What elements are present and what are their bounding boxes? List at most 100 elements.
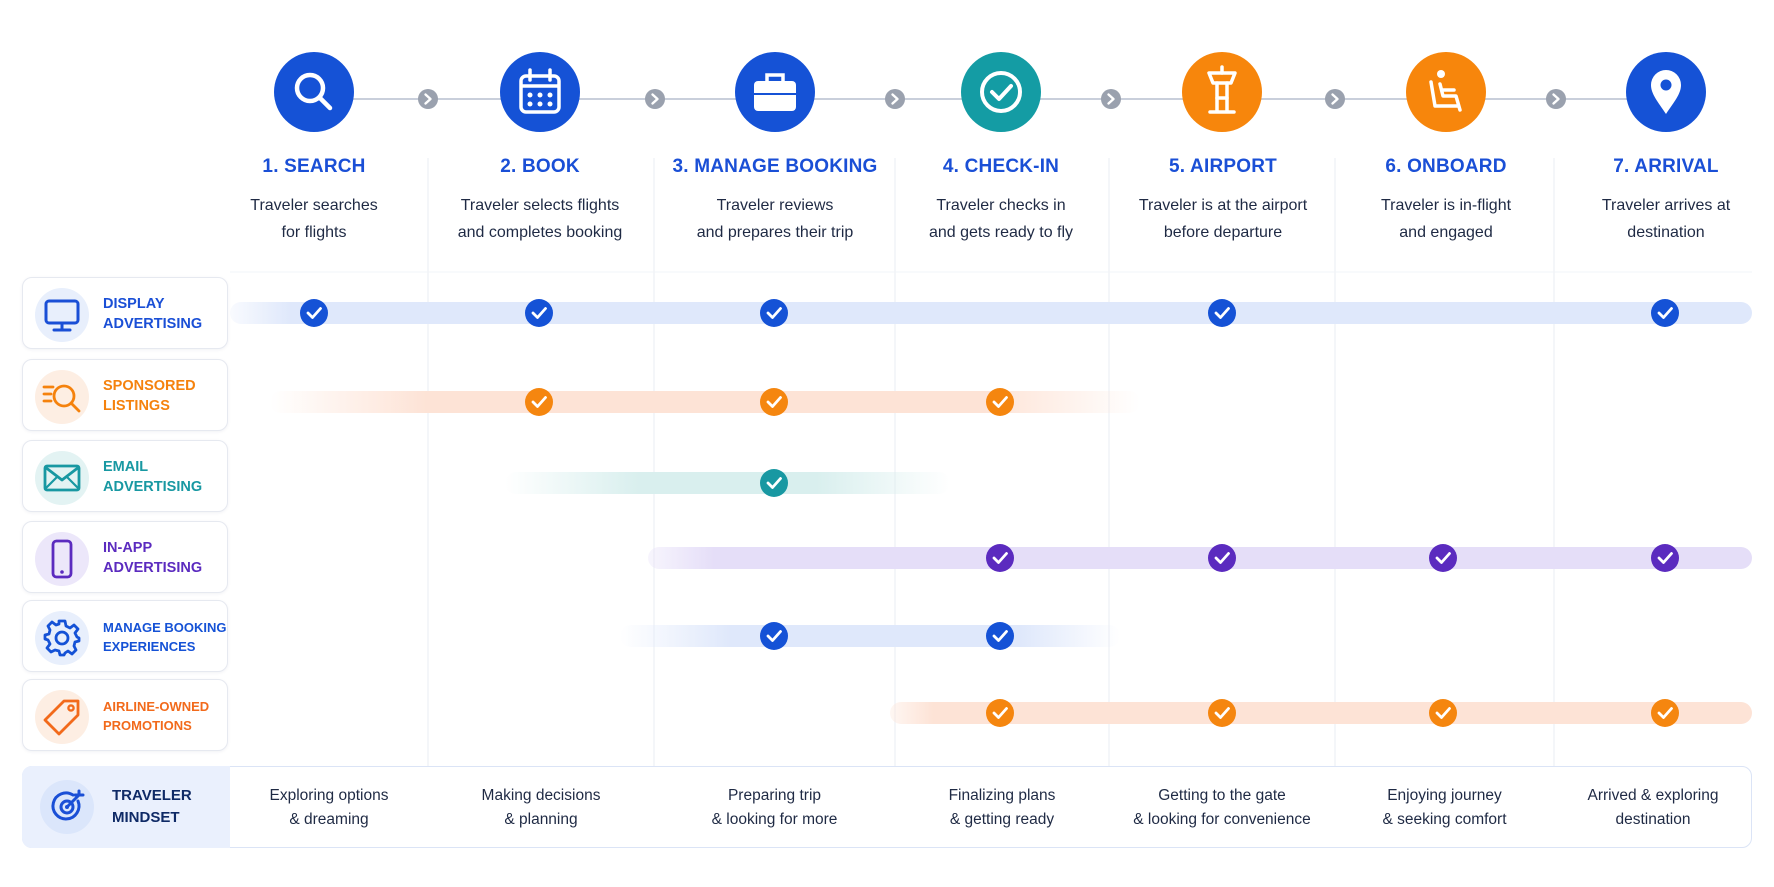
check-mark-icon: [1208, 544, 1236, 572]
stage-4-circle: [961, 52, 1041, 132]
check-mark-icon: [760, 388, 788, 416]
check-mark-icon: [760, 622, 788, 650]
check-mark-icon: [1208, 299, 1236, 327]
stage-title: 1. SEARCH: [262, 156, 366, 177]
airline-owned-promotions-band: [890, 702, 1752, 724]
channel-label-line1: IN-APP: [103, 540, 153, 556]
check-mark-icon: [1651, 699, 1679, 727]
chevron-right-icon: [1546, 89, 1566, 109]
mindset-cell: Arrived & exploring destination: [1587, 787, 1719, 828]
stage-5-circle: [1182, 52, 1262, 132]
timeline-arrows: [418, 89, 1566, 109]
column-separators: [427, 158, 1555, 848]
traveler-mindset-row: [22, 766, 1752, 848]
chevron-right-icon: [645, 89, 665, 109]
mindset-cell: Exploring options & dreaming: [269, 787, 389, 828]
channel-badge: [35, 690, 89, 744]
check-mark-icon: [1429, 699, 1457, 727]
channel-label-line2: EXPERIENCES: [103, 639, 196, 654]
channel-badge: [35, 370, 89, 424]
channel-label-line1: AIRLINE-OWNED: [103, 699, 210, 714]
stage-description: Traveler selects flights and completes b…: [457, 197, 623, 241]
check-mark-icon: [525, 299, 553, 327]
channel-badge: [35, 451, 89, 505]
monitor-icon: [44, 299, 80, 332]
stage-4-header: 4. CHECK-IN Traveler checks in and gets …: [896, 156, 1106, 246]
mindset-cell: Making decisions & planning: [481, 787, 601, 828]
channel-checks: [300, 299, 1679, 727]
chevron-right-icon: [885, 89, 905, 109]
stage-7-header: 7. ARRIVAL Traveler arrives at destinati…: [1556, 156, 1774, 246]
check-circle-icon: [980, 71, 1022, 113]
check-mark-icon: [986, 622, 1014, 650]
stage-1-circle: [274, 52, 354, 132]
check-mark-icon: [1208, 699, 1236, 727]
stage-title: 4. CHECK-IN: [942, 156, 1060, 177]
stage-description: Traveler is at the airport before depart…: [1138, 197, 1308, 241]
price-tag-icon: [43, 699, 80, 736]
mindset-cell: Enjoying journey & seeking comfort: [1382, 787, 1507, 828]
stage-2-circle: [500, 52, 580, 132]
channel-label-in-app-advertising: IN-APP ADVERTISING: [22, 521, 228, 593]
stage-description: Traveler checks in and gets ready to fly: [928, 197, 1074, 241]
stage-title: 3. MANAGE BOOKING: [672, 156, 878, 177]
channel-badge: [35, 288, 89, 342]
channel-label-line2: PROMOTIONS: [103, 718, 192, 733]
envelope-icon: [43, 464, 81, 492]
stage-3-header: 3. MANAGE BOOKING Traveler reviews and p…: [655, 156, 895, 246]
stage-icons: [274, 52, 1706, 132]
stage-5-header: 5. AIRPORT Traveler is at the airport be…: [1108, 156, 1338, 246]
check-mark-icon: [1651, 544, 1679, 572]
gear-icon: [43, 619, 81, 657]
channel-label-line2: ADVERTISING: [103, 560, 203, 576]
target-icon: [51, 789, 85, 821]
channel-label-email-advertising: EMAIL ADVERTISING: [22, 440, 228, 512]
email-advertising-band: [505, 472, 950, 494]
channel-label-airline-owned-promotions: AIRLINE-OWNED PROMOTIONS: [22, 679, 228, 751]
channel-label-sponsored-listings: SPONSORED LISTINGS: [22, 359, 228, 431]
stage-title: 6. ONBOARD: [1385, 156, 1507, 177]
stage-title: 5. AIRPORT: [1169, 156, 1277, 177]
mindset-badge: [40, 780, 94, 834]
location-pin-icon: [1651, 70, 1681, 114]
stage-description: Traveler arrives at destination: [1601, 197, 1731, 241]
channel-label-display-advertising: DISPLAY ADVERTISING: [22, 277, 228, 349]
stage-2-header: 2. BOOK Traveler selects flights and com…: [430, 156, 650, 246]
stage-description: Traveler is in-flight and engaged: [1380, 197, 1512, 241]
airplane-seat-icon: [1429, 70, 1462, 112]
check-mark-icon: [986, 388, 1014, 416]
smartphone-icon: [51, 539, 73, 579]
check-mark-icon: [1429, 544, 1457, 572]
channel-bands: [230, 302, 1752, 724]
stage-2-fill: [500, 52, 580, 132]
check-mark-icon: [986, 699, 1014, 727]
search-list-icon: [42, 384, 81, 413]
channel-badge: [35, 611, 89, 665]
channel-label-line2: LISTINGS: [103, 398, 170, 414]
channel-label-line1: MANAGE BOOKING: [103, 620, 227, 635]
chevron-right-icon: [1325, 89, 1345, 109]
chevron-right-icon: [1101, 89, 1121, 109]
stage-6-header: 6. ONBOARD Traveler is in-flight and eng…: [1336, 156, 1556, 246]
chevron-right-icon: [418, 89, 438, 109]
check-mark-icon: [1651, 299, 1679, 327]
mindset-label-line1: TRAVELER: [112, 787, 192, 804]
stage-6-fill: [1406, 52, 1486, 132]
mindset-cell: Getting to the gate & looking for conven…: [1133, 787, 1311, 828]
stage-6-circle: [1406, 52, 1486, 132]
channel-badge: [35, 532, 89, 586]
stage-title: 2. BOOK: [500, 156, 580, 177]
channel-label-manage-booking-experiences: MANAGE BOOKING EXPERIENCES: [22, 600, 228, 672]
calendar-icon: [519, 68, 561, 114]
check-mark-icon: [300, 299, 328, 327]
check-mark-icon: [986, 544, 1014, 572]
control-tower-icon: [1207, 65, 1237, 114]
traveler-mindset-label: TRAVELER MINDSET: [22, 766, 230, 848]
search-icon: [294, 72, 333, 111]
mindset-label-line2: MINDSET: [112, 809, 180, 826]
stage-3-circle: [735, 52, 815, 132]
manage-booking-experiences-band: [620, 625, 1120, 647]
mindset-cell: Preparing trip & looking for more: [711, 787, 838, 828]
stage-1-header: 1. SEARCH Traveler searches for flights: [214, 156, 414, 246]
check-mark-icon: [525, 388, 553, 416]
